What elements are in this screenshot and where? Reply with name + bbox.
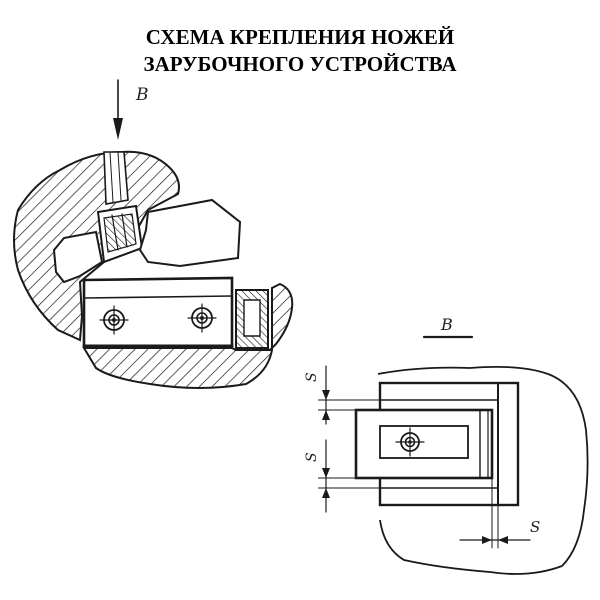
clamp-wedge: [138, 198, 242, 268]
gap-label-right: S: [530, 518, 540, 536]
diagram-title: СХЕМА КРЕПЛЕНИЯ НОЖЕЙ ЗАРУБОЧНОГО УСТРОЙ…: [0, 24, 600, 78]
view-b-boundary: [377, 365, 589, 575]
knife-bar: [82, 276, 234, 348]
gap-dimension-right: [459, 477, 531, 549]
clamp-screw: [96, 204, 144, 264]
title-line-1: СХЕМА КРЕПЛЕНИЯ НОЖЕЙ: [145, 25, 455, 49]
base-section: [82, 282, 294, 389]
view-arrow-label: В: [135, 85, 149, 105]
gap-dimension-top: [322, 365, 330, 425]
jaw-outline: [52, 230, 104, 284]
view-b-title: В: [440, 315, 453, 334]
knife-screw-right: [187, 303, 217, 333]
view-b: В: [304, 315, 589, 575]
knife-screw-left: [99, 305, 129, 335]
gap-label-bottom: S: [304, 452, 320, 462]
knife-carrier: [354, 408, 494, 480]
gap-dimension-bottom: [322, 439, 330, 513]
title-line-2: ЗАРУБОЧНОГО УСТРОЙСТВА: [143, 52, 457, 76]
screw-channel: [103, 151, 129, 205]
view-b-screw: [395, 427, 425, 457]
section-view: В: [13, 79, 294, 389]
view-direction-arrow: [113, 79, 123, 140]
gap-label-top: S: [304, 372, 320, 382]
end-block: [235, 289, 269, 349]
gap-extension-lines: [318, 399, 380, 489]
